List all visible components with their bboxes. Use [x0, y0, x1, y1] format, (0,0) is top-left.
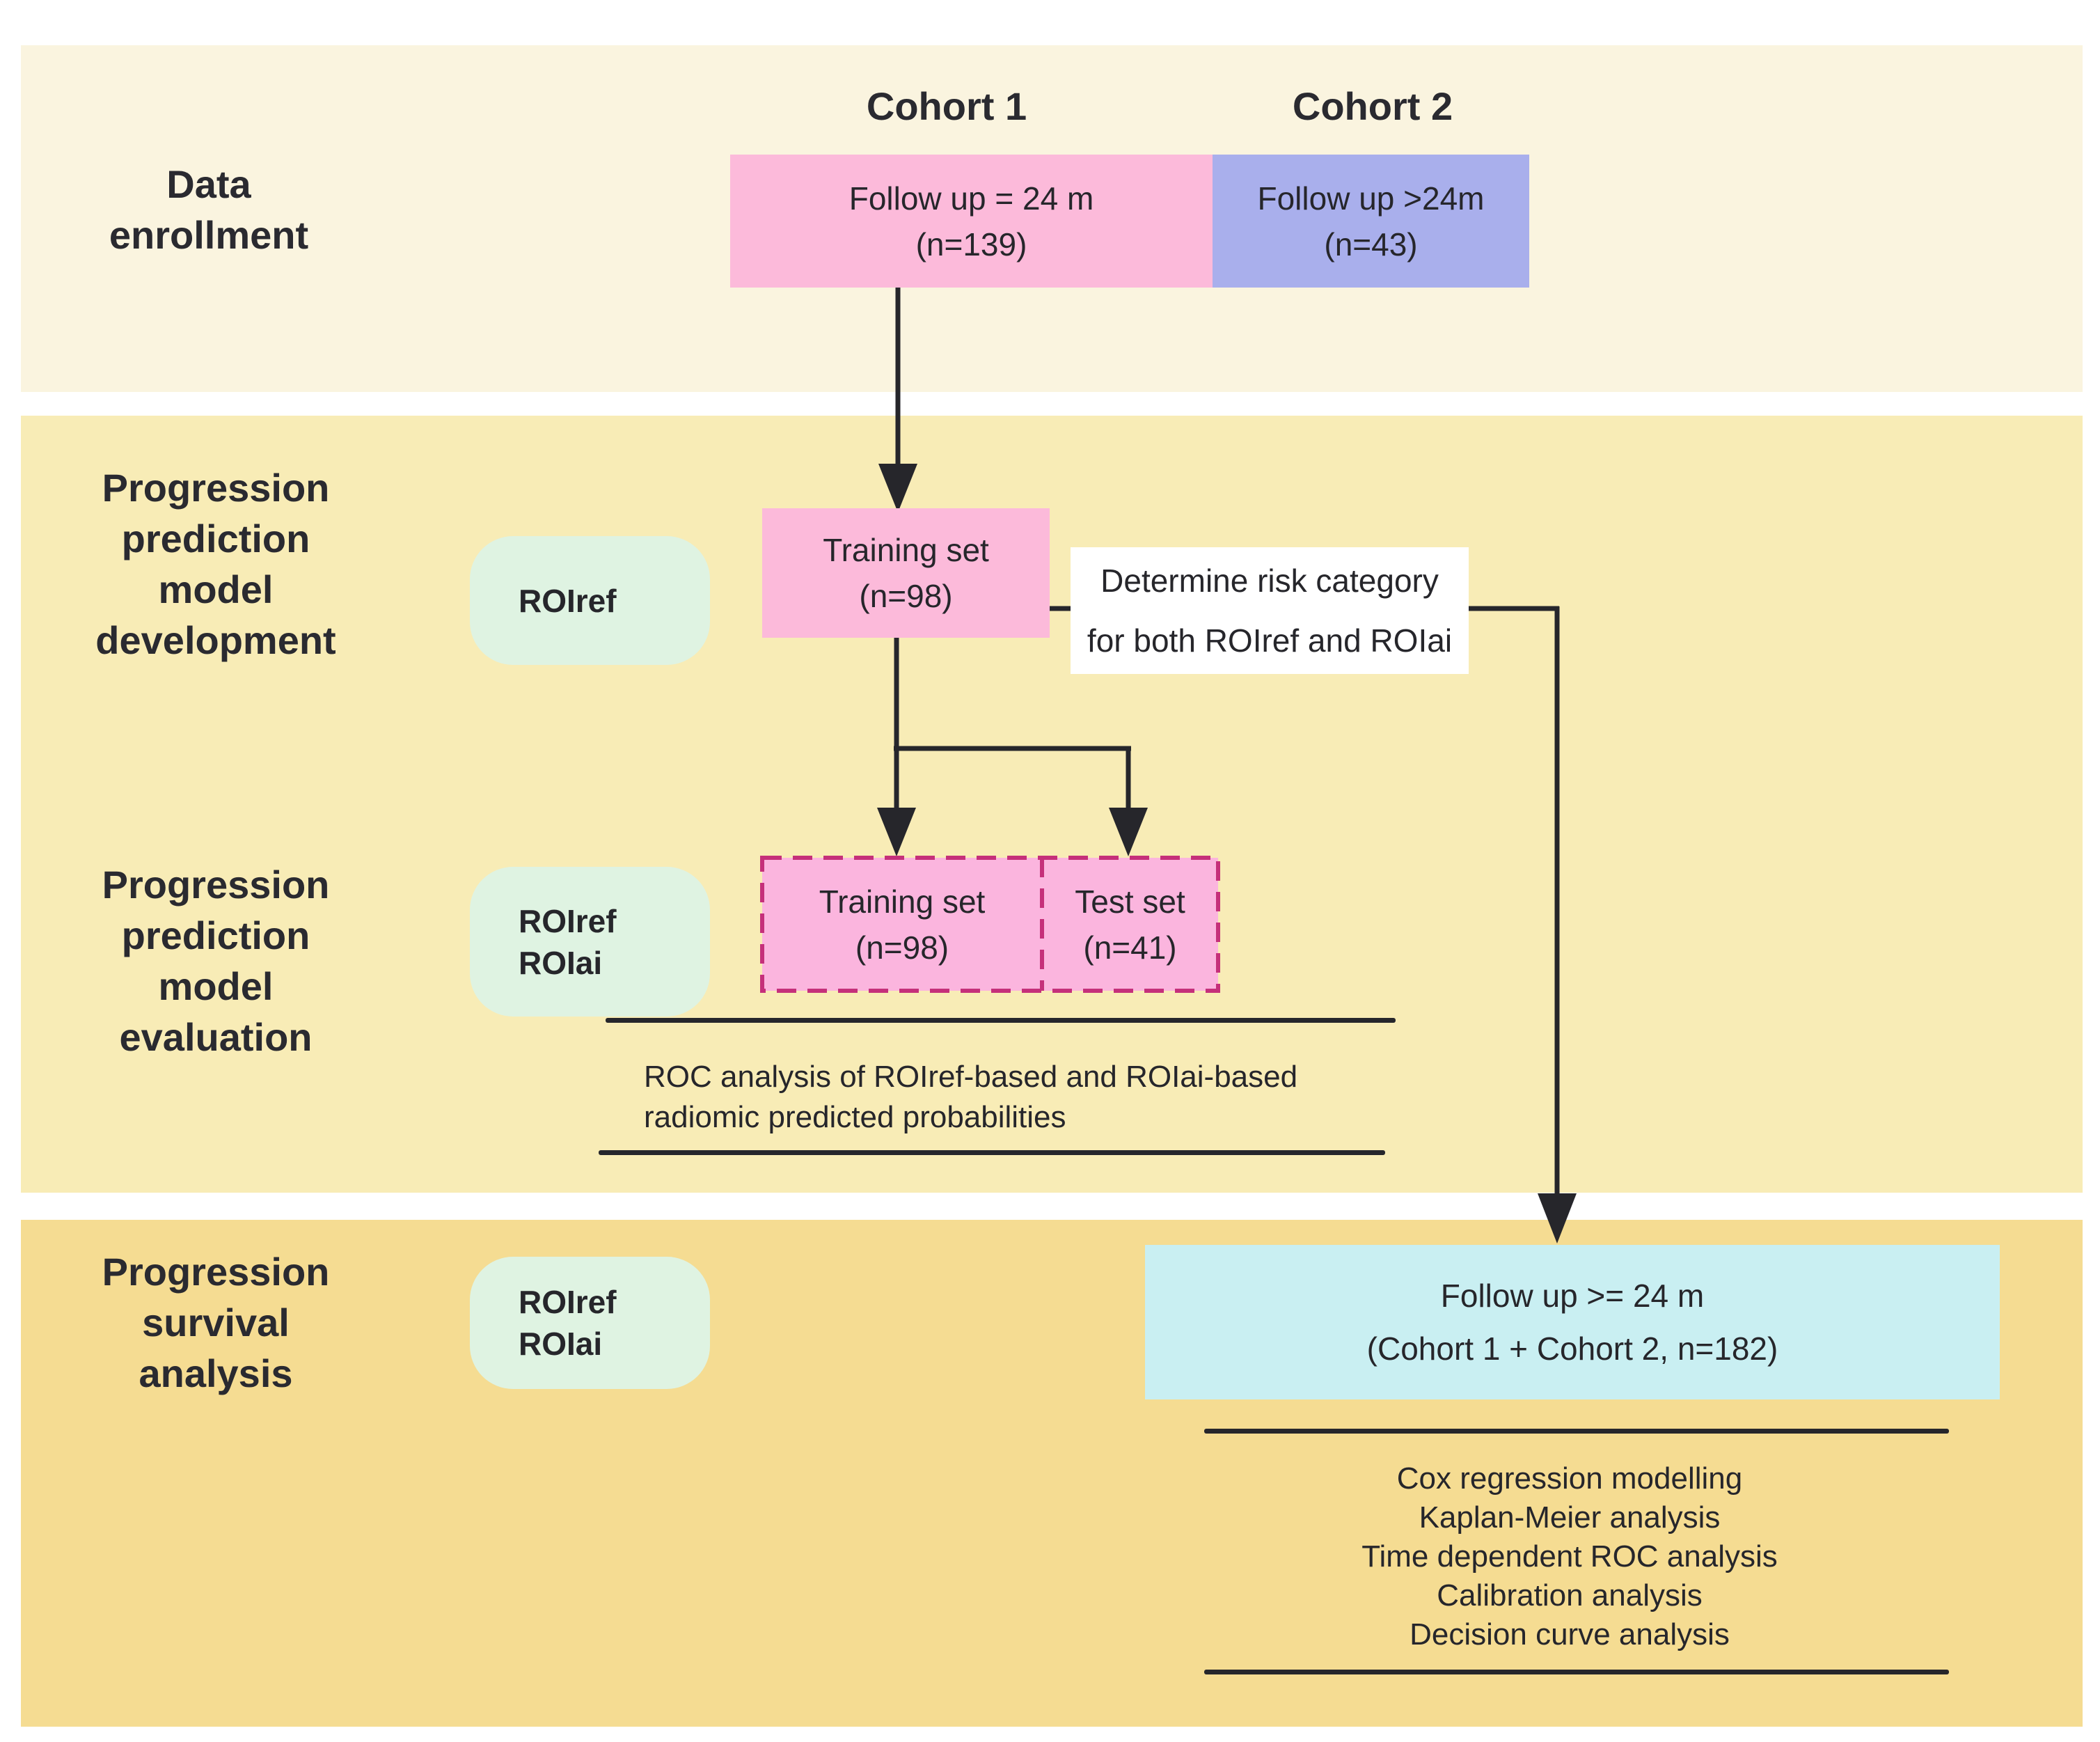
note-line: ROC analysis of ROIref-based and ROIai-b…: [644, 1060, 1298, 1094]
list-item: Kaplan-Meier analysis: [1419, 1500, 1721, 1535]
roi-pill-survival: ROIref ROIai: [470, 1257, 710, 1389]
survival-analysis-list: Cox regression modelling Kaplan-Meier an…: [1187, 1459, 1952, 1654]
pill-line: ROIai: [519, 944, 603, 981]
roi-pill-development: ROIref: [470, 536, 710, 665]
survival-rule-top: [1204, 1429, 1949, 1434]
section-line: Progression: [102, 1250, 330, 1294]
section-line: enrollment: [109, 213, 309, 257]
evaluation-rule-top: [606, 1018, 1396, 1023]
box-line: Follow up >24m: [1257, 180, 1485, 217]
survival-followup-box: Follow up >= 24 m (Cohort 1 + Cohort 2, …: [1145, 1245, 2000, 1399]
survival-rule-bottom: [1204, 1670, 1949, 1674]
section-line: prediction: [121, 517, 310, 560]
cohort1-header: Cohort 1: [866, 84, 1027, 128]
box-line: (n=139): [915, 226, 1027, 262]
roc-analysis-note: ROC analysis of ROIref-based and ROIai-b…: [644, 1057, 1423, 1138]
box-line: (n=41): [1083, 929, 1177, 966]
section-line: evaluation: [119, 1015, 313, 1059]
dashed-test-set-box: Test set (n=41): [1042, 858, 1218, 991]
note-line: Determine risk category: [1100, 563, 1439, 599]
arrowhead-to-dashed-training: [877, 808, 916, 856]
arrowhead-enrollment-to-training: [878, 464, 917, 512]
section-label-model-evaluation: Progression prediction model evaluation: [28, 859, 404, 1062]
training-set-box: Training set (n=98): [762, 508, 1050, 638]
roi-pill-evaluation: ROIref ROIai: [470, 867, 710, 1017]
section-line: analysis: [139, 1351, 293, 1395]
development-evaluation-band: [21, 416, 2083, 1193]
risk-category-note: Determine risk category for both ROIref …: [1071, 547, 1469, 674]
pill-line: ROIai: [519, 1326, 603, 1362]
dashed-split-box: [760, 856, 1220, 993]
section-label-data-enrollment: Data enrollment: [42, 159, 376, 260]
box-line: (n=98): [859, 578, 953, 614]
box-line: (n=43): [1324, 226, 1418, 262]
section-line: Progression: [102, 863, 330, 907]
arrowhead-to-dashed-test: [1109, 808, 1148, 856]
box-line: Test set: [1075, 883, 1185, 920]
pill-line: ROIref: [519, 902, 617, 939]
section-line: model: [158, 964, 274, 1008]
list-item: Cox regression modelling: [1396, 1461, 1743, 1496]
list-item: Decision curve analysis: [1410, 1617, 1730, 1651]
arrowhead-to-survival-box: [1538, 1193, 1577, 1243]
box-line: Training set: [819, 883, 986, 920]
box-line: Training set: [823, 532, 989, 568]
pill-line: ROIref: [519, 1284, 617, 1320]
section-line: development: [95, 618, 336, 662]
section-label-survival-analysis: Progression survival analysis: [42, 1246, 390, 1399]
section-line: Data: [166, 162, 251, 206]
note-line: radiomic predicted probabilities: [644, 1100, 1066, 1134]
section-line: model: [158, 567, 274, 611]
box-line: (n=98): [855, 929, 949, 966]
section-line: Progression: [102, 466, 330, 510]
section-line: survival: [142, 1301, 290, 1344]
list-item: Time dependent ROC analysis: [1361, 1539, 1778, 1574]
cohort2-followup-box: Follow up >24m (n=43): [1213, 155, 1529, 288]
section-label-model-development: Progression prediction model development: [28, 462, 404, 666]
pill-line: ROIref: [519, 582, 617, 619]
box-line: (Cohort 1 + Cohort 2, n=182): [1366, 1331, 1778, 1367]
evaluation-rule-bottom: [599, 1150, 1385, 1155]
section-line: prediction: [121, 913, 310, 957]
cohort1-followup-box: Follow up = 24 m (n=139): [730, 155, 1213, 288]
dashed-training-set-box: Training set (n=98): [762, 858, 1042, 991]
box-line: Follow up >= 24 m: [1440, 1278, 1705, 1314]
cohort2-header: Cohort 2: [1292, 84, 1453, 128]
note-line: for both ROIref and ROIai: [1087, 622, 1453, 659]
box-line: Follow up = 24 m: [848, 180, 1094, 217]
list-item: Calibration analysis: [1437, 1578, 1703, 1612]
